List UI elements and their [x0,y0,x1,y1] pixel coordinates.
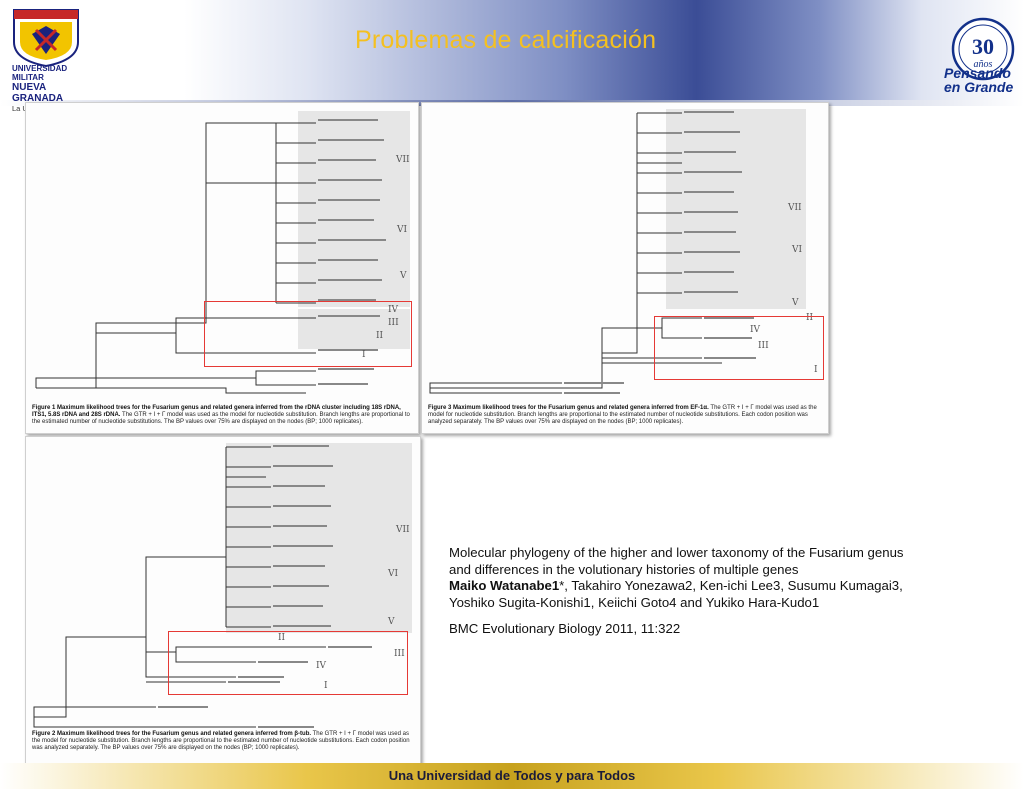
fig2-clade-label-4: II [278,633,286,643]
fig1-clade-label-1: VII [396,155,410,165]
fig3-clade-label-2: VI [792,245,803,255]
fig1-clade-label-5: III [388,318,399,328]
paper-authors: Maiko Watanabe1*, Takahiro Yonezawa2, Ke… [449,578,989,611]
figure-2-phylogenetic-tree [33,443,412,728]
figure-1-phylogenetic-tree [35,111,410,394]
authors-line1: *, Takahiro Yonezawa2, Ken-ichi Lee3, Su… [559,578,903,593]
paper-title: Molecular phylogeny of the higher and lo… [449,545,989,578]
fig3-clade-label-3: V [792,298,799,308]
first-author: Maiko Watanabe1 [449,578,560,593]
fig3-clade-label-7: I [814,365,818,375]
fig3-clade-label-4: II [806,313,814,323]
figure-3-phylogenetic-tree [429,109,806,394]
authors-line2: Yoshiko Sugita-Konishi1, Keiichi Goto4 a… [449,594,820,610]
anniversary-seal-logo: 30 años [951,17,1015,81]
fig2-clade-label-1: VII [396,525,410,535]
fig1-highlight-box [204,301,412,367]
fig2-highlight-box [168,631,408,695]
figure-1-panel: VII VI V IV III II I Figure 1 Maximum li… [25,102,419,434]
slide-header [0,0,1024,100]
slogan-line1: Pensando [944,65,1011,81]
fig1-clade-label-4: IV [388,305,399,315]
figure-2-caption-bold: Figure 2 Maximum likelihood trees for th… [32,731,312,737]
figure-2-panel: VII VI V II III IV I Figure 2 Maximum li… [25,436,421,764]
figure-3-caption-bold: Figure 3 Maximum likelihood trees for th… [428,405,709,411]
fig1-clade-label-2: VI [397,225,408,235]
figure-3-caption-text: The GTR + I + Γ model was used as the mo… [428,405,817,425]
anniversary-number: 30 [972,34,994,59]
figure-1-caption: Figure 1 Maximum likelihood trees for th… [32,405,414,426]
figure-1-caption-text: The GTR + I + Γ model was used as the mo… [32,412,410,425]
fig1-clade-label-7: I [362,350,366,360]
journal-reference: BMC Evolutionary Biology 2011, 11:322 [449,621,681,636]
fig2-clade-label-3: V [388,617,395,627]
footer-slogan: Una Universidad de Todos y para Todos [388,768,636,783]
university-name-line1: UNIVERSIDAD MILITAR [12,64,68,82]
figure-1-caption-bold: Figure 1 Maximum likelihood trees for th… [32,405,401,418]
fig2-clade-label-7: I [324,681,328,691]
fig3-clade-label-5: IV [750,325,761,335]
fig3-clade-label-6: III [758,341,769,351]
figure-3-panel: VII VI V II IV III I Figure 3 Maximum li… [421,102,829,434]
fig3-highlight-box [654,316,824,380]
university-shield-logo [13,9,79,68]
paper-citation: Molecular phylogeny of the higher and lo… [449,545,989,638]
anniversary-word: años [974,59,993,70]
figure-2-caption: Figure 2 Maximum likelihood trees for th… [32,731,416,752]
slogan-line2: en Grande [944,79,1014,95]
paper-title-line2: and differences in the volutionary histo… [449,561,799,577]
slogan: Pensando en Grande [944,66,1022,94]
slide-title: Problemas de calcificación [355,26,657,54]
fig2-clade-label-6: IV [316,661,327,671]
university-name-line2: NUEVA GRANADA [12,82,64,104]
fig1-clade-label-6: II [376,331,384,341]
figure-3-caption: Figure 3 Maximum likelihood trees for th… [428,405,824,426]
fig2-clade-label-2: VI [388,569,399,579]
paper-title-line1: Molecular phylogeny of the higher and lo… [449,545,904,560]
fig1-clade-label-3: V [400,271,407,281]
fig3-clade-label-1: VII [788,203,802,213]
fig2-clade-label-5: III [394,649,405,659]
figure-2-caption-text: The GTR + I + Γ model was used as the mo… [32,731,410,751]
slide-footer-bar [0,763,1024,789]
